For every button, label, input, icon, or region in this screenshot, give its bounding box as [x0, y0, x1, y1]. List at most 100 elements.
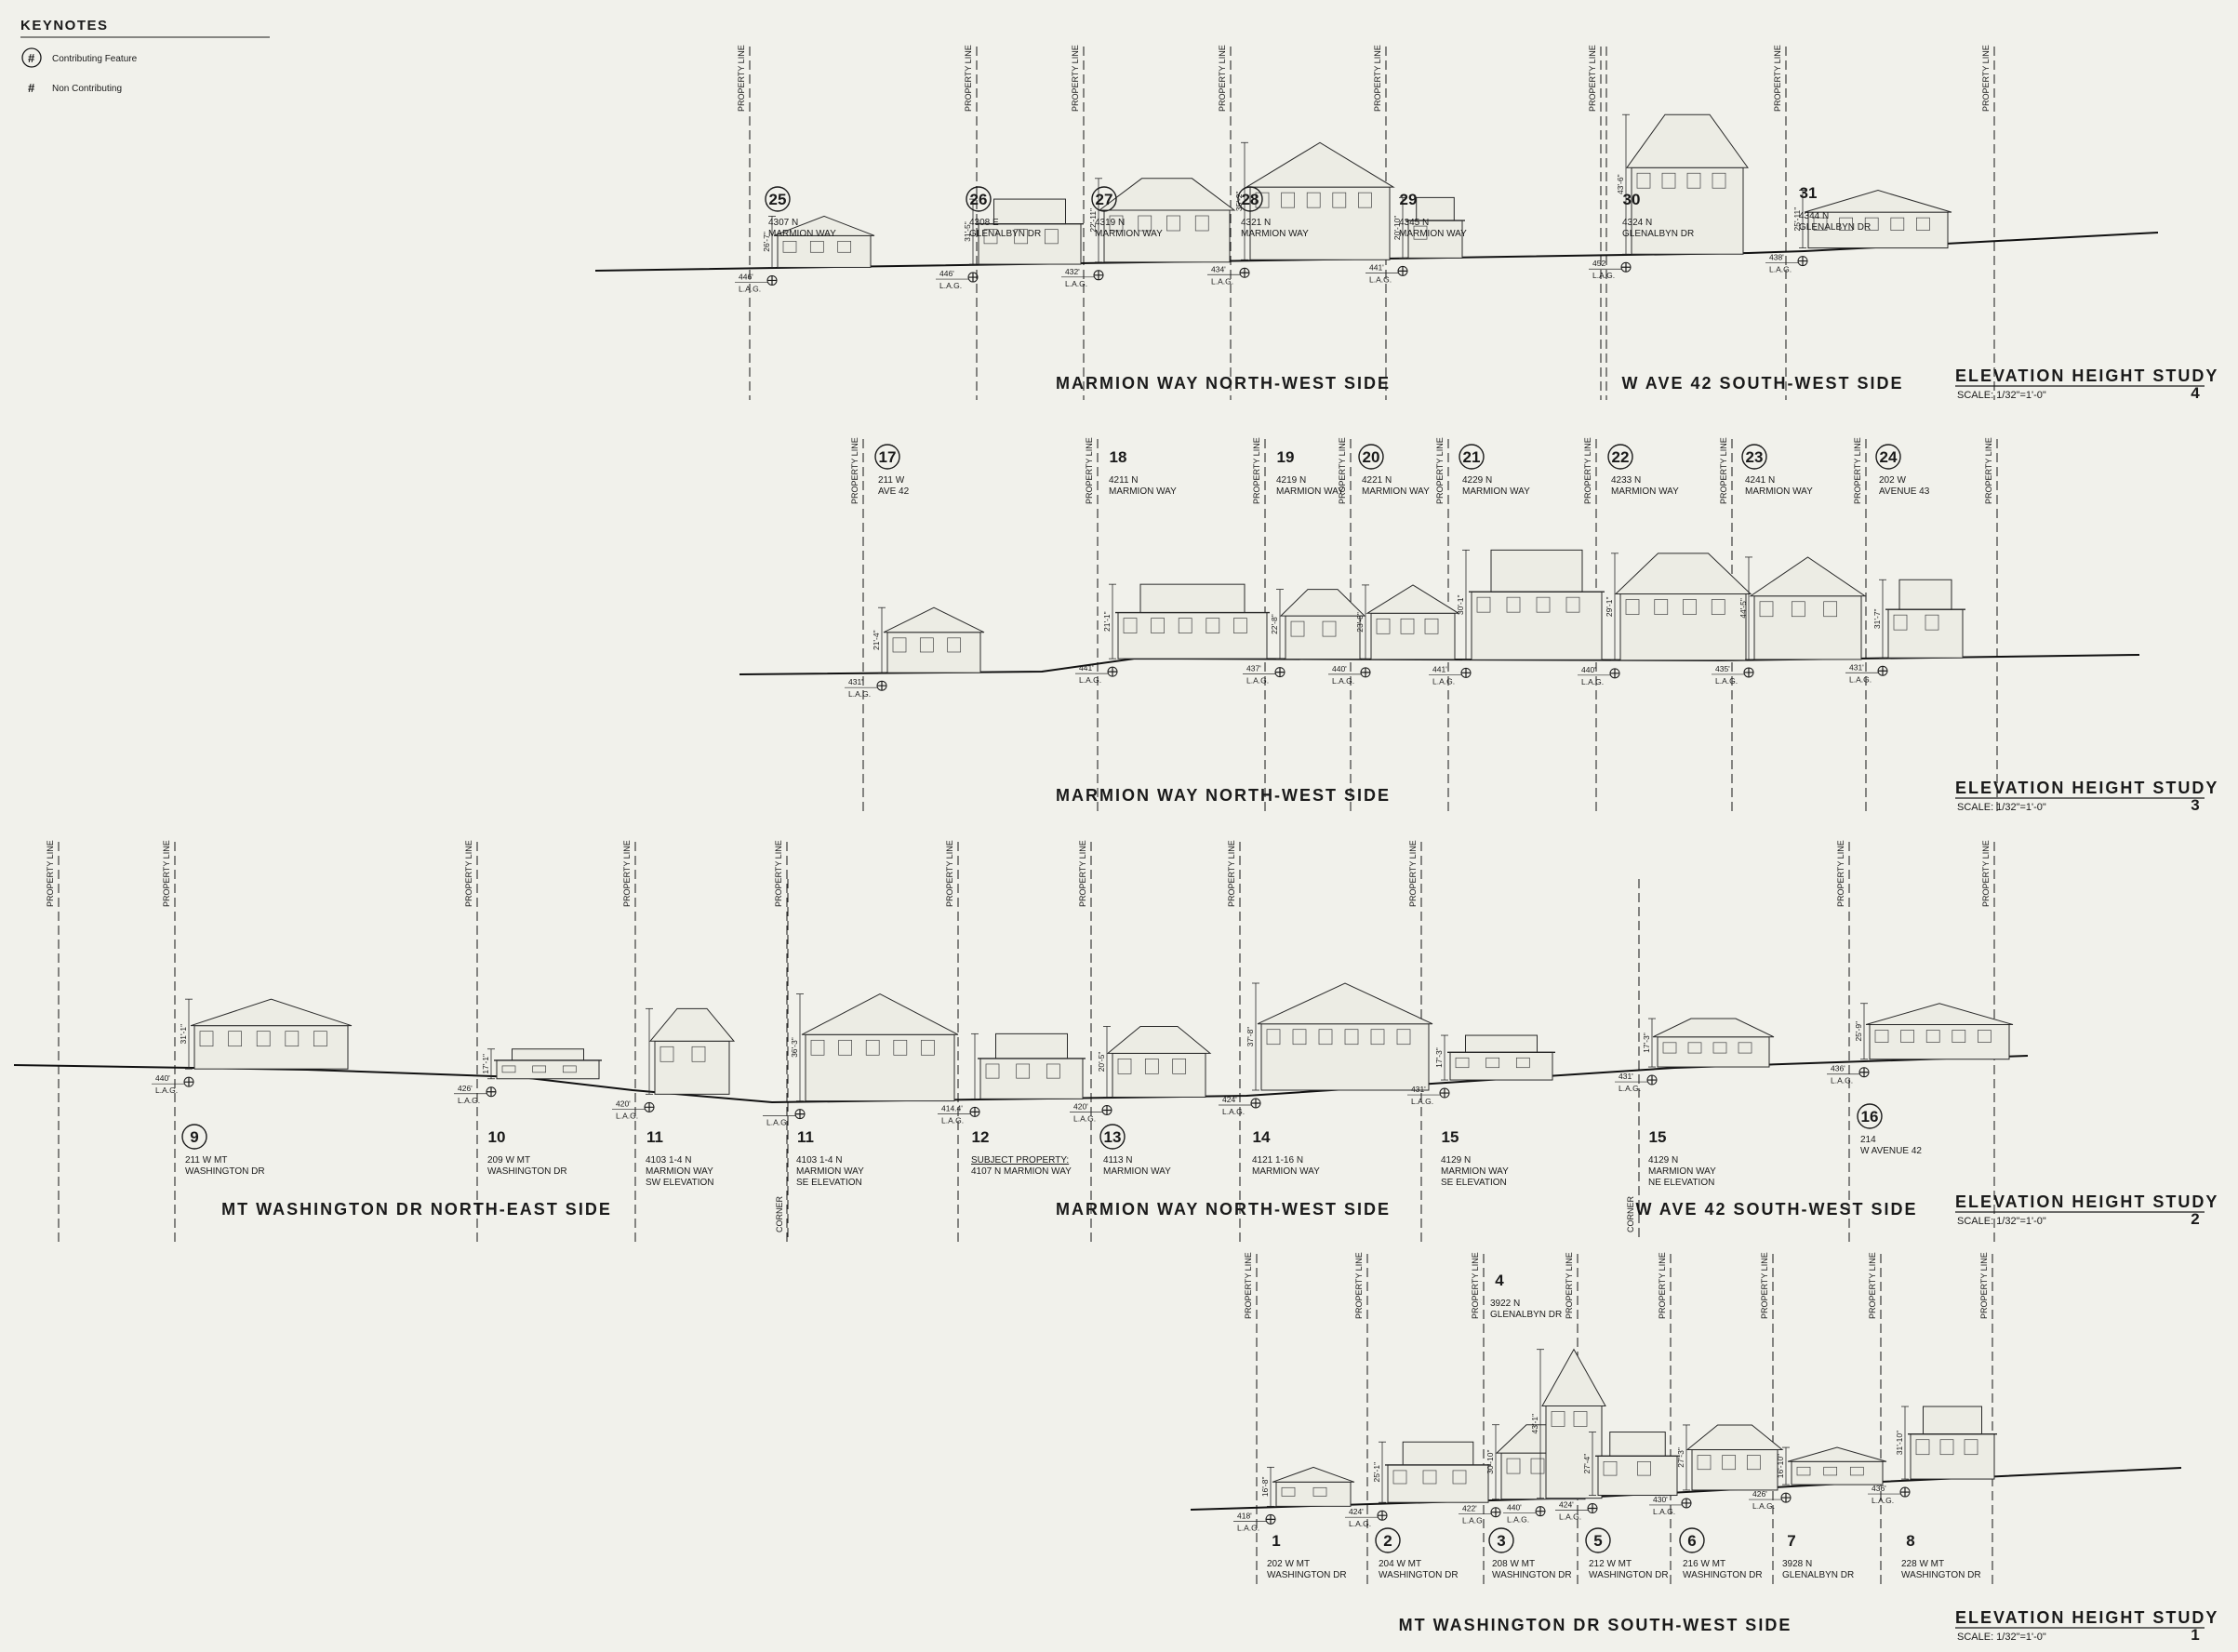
corner-label: CORNER	[775, 1195, 784, 1232]
street-section-title: MARMION WAY NORTH-WEST SIDE	[1056, 786, 1391, 805]
property-address: GLENALBYN DR	[1782, 1570, 1854, 1580]
grade-line	[13, 1055, 2029, 1104]
property-address: MARMION WAY	[1095, 229, 1163, 239]
property-line-label: PROPERTY LINE	[1435, 437, 1445, 504]
height-dimension: 25'-9"	[1854, 1021, 1863, 1042]
grade-elevation: 420'	[1073, 1101, 1088, 1111]
lag-label: L.A.G.	[155, 1086, 178, 1095]
contributing-marker	[1237, 186, 1263, 212]
property-address: 4233 N	[1611, 475, 1641, 486]
property-address: MARMION WAY	[1241, 229, 1309, 239]
property-address: 4324 N	[1622, 218, 1652, 228]
lag-label: L.A.G.	[1507, 1515, 1529, 1525]
property-address: 202 W MT	[1267, 1559, 1310, 1569]
lag-label: L.A.G.	[1432, 676, 1455, 686]
lag-label: L.A.G.	[1369, 274, 1392, 284]
scale-note: SCALE: 1/32"=1'-0"	[1957, 1216, 2046, 1227]
property-number: 10	[488, 1128, 506, 1146]
height-dimension: 29'-1"	[1605, 596, 1614, 617]
height-dimension: 30'-10"	[1485, 1450, 1495, 1474]
contributing-marker	[1459, 444, 1485, 470]
property-address: 4211 N	[1109, 475, 1139, 486]
grade-elevation: 432'	[1065, 267, 1080, 276]
property-number: 6	[1687, 1532, 1696, 1550]
grade-elevation: 424'	[1222, 1095, 1237, 1104]
lag-label: L.A.G.	[458, 1096, 480, 1105]
property-line-label: PROPERTY LINE	[1085, 437, 1094, 504]
grade-elevation: 434'	[1211, 264, 1226, 273]
height-dimension: 31'-7"	[1872, 608, 1882, 629]
property-number: 19	[1277, 448, 1295, 466]
sheet-title: ELEVATION HEIGHT STUDY	[1955, 366, 2218, 385]
property-line-label: PROPERTY LINE	[1588, 45, 1597, 112]
property-line-label: PROPERTY LINE	[1227, 840, 1236, 907]
height-dimension: 17'-3"	[1434, 1047, 1444, 1068]
height-dimension: 31'-1"	[179, 1024, 188, 1045]
contributing-symbol	[21, 47, 42, 68]
lag-label: L.A.G.	[941, 1115, 964, 1125]
scale-note: SCALE: 1/32"=1'-0"	[1957, 390, 2046, 401]
property-address: MARMION WAY	[1745, 486, 1813, 497]
property-line-label: PROPERTY LINE	[1373, 45, 1382, 112]
property-number: 22	[1612, 448, 1630, 466]
grade-elevation: 422'	[1462, 1504, 1477, 1513]
sheet-title: ELEVATION HEIGHT STUDY	[1955, 1192, 2218, 1211]
lag-label: L.A.G.	[1237, 1523, 1259, 1532]
property-number: 1	[1272, 1532, 1280, 1550]
lag-label: L.A.G.	[766, 1118, 789, 1127]
scale-note: SCALE: 1/32"=1'-0"	[1957, 802, 2046, 813]
contributing-marker	[966, 186, 992, 212]
property-address: 4319 N	[1095, 218, 1125, 228]
property-address: WASHINGTON DR	[185, 1166, 265, 1177]
non-contributing-hash: #	[28, 81, 35, 95]
grade-elevation: 438'	[1769, 253, 1784, 262]
grade-elevation: 436'	[1831, 1064, 1845, 1073]
lag-label: L.A.G.	[1079, 675, 1101, 685]
property-address: MARMION WAY	[1252, 1166, 1320, 1177]
property-number: 3	[1497, 1532, 1505, 1550]
property-address: AVE 42	[878, 486, 910, 497]
property-line-label: PROPERTY LINE	[1565, 1252, 1574, 1319]
street-section-title: MARMION WAY NORTH-WEST SIDE	[1056, 374, 1391, 393]
grade-elevation: 441'	[1369, 262, 1384, 272]
grade-elevation: 424'	[1559, 1500, 1574, 1510]
property-address: SUBJECT PROPERTY:	[971, 1155, 1069, 1166]
property-line-label: PROPERTY LINE	[1583, 437, 1592, 504]
height-dimension: 21'-1"	[1102, 611, 1112, 632]
property-address: 3928 N	[1782, 1559, 1812, 1569]
height-dimension: 43'-6"	[1616, 174, 1625, 194]
property-number: 20	[1363, 448, 1380, 466]
contributing-label: Contributing Feature	[52, 54, 138, 64]
property-line-label: PROPERTY LINE	[1981, 840, 1991, 907]
street-section-title: W AVE 42 SOUTH-WEST SIDE	[1621, 374, 1903, 393]
property-number: 25	[769, 191, 787, 208]
property-line-label: PROPERTY LINE	[1984, 437, 1993, 504]
lag-label: L.A.G.	[1653, 1507, 1675, 1516]
property-address: GLENALBYN DR	[1490, 1310, 1562, 1320]
grade-elevation: 431'	[848, 677, 863, 686]
lag-label: L.A.G.	[1222, 1107, 1245, 1116]
property-line-label: PROPERTY LINE	[1836, 840, 1845, 907]
property-address: GLENALBYN DR	[1622, 229, 1694, 239]
height-dimension: 17'-3"	[1642, 1032, 1651, 1053]
property-address: 212 W MT	[1589, 1559, 1632, 1569]
sheet-title: ELEVATION HEIGHT STUDY	[1955, 1608, 2218, 1627]
property-address: 208 W MT	[1492, 1559, 1535, 1569]
grade-elevation: 420'	[616, 1099, 631, 1108]
property-number: 27	[1096, 191, 1113, 208]
contributing-marker	[765, 186, 791, 212]
